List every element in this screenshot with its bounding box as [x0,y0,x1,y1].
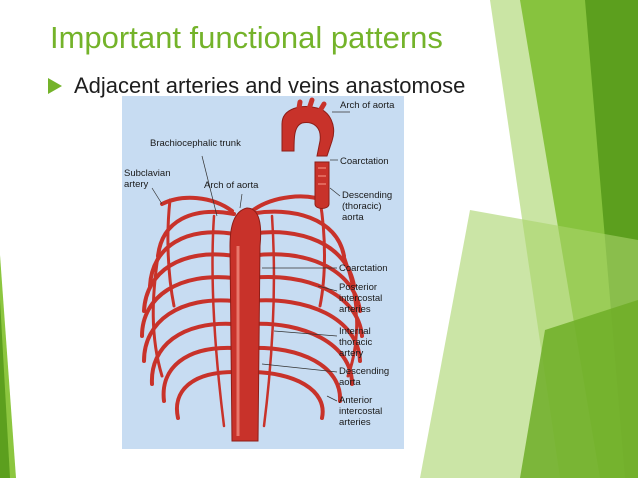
label-anterior-intercostal: Anterior intercostal arteries [339,395,383,428]
label-arch-of-aorta-top: Arch of aorta [340,100,395,111]
label-coarctation-top: Coarctation [340,156,389,167]
label-subclavian-artery: Subclavian artery [124,168,171,190]
label-internal-thoracic: Internal thoracic artery [339,326,373,359]
slide-title: Important functional patterns [50,20,443,55]
label-posterior-intercostal: Posterior intercostal arteries [339,282,383,315]
bullet-text: Adjacent arteries and veins anastomose [74,73,466,98]
label-descending-thoracic-aorta: Descending (thoracic) aorta [342,190,393,223]
triangle-bullet-icon [48,78,62,94]
ribcage-arteries-drawing [140,97,364,442]
label-brachiocephalic-trunk: Brachiocephalic trunk [150,138,241,149]
label-arch-of-aorta: Arch of aorta [204,180,259,191]
artery-illustration: Arch of aorta Brachiocephalic trunk Subc… [122,96,404,449]
bullet-item: Adjacent arteries and veins anastomose [48,68,465,104]
label-descending-aorta: Descending aorta [339,366,390,388]
label-coarctation: Coarctation [339,263,388,274]
